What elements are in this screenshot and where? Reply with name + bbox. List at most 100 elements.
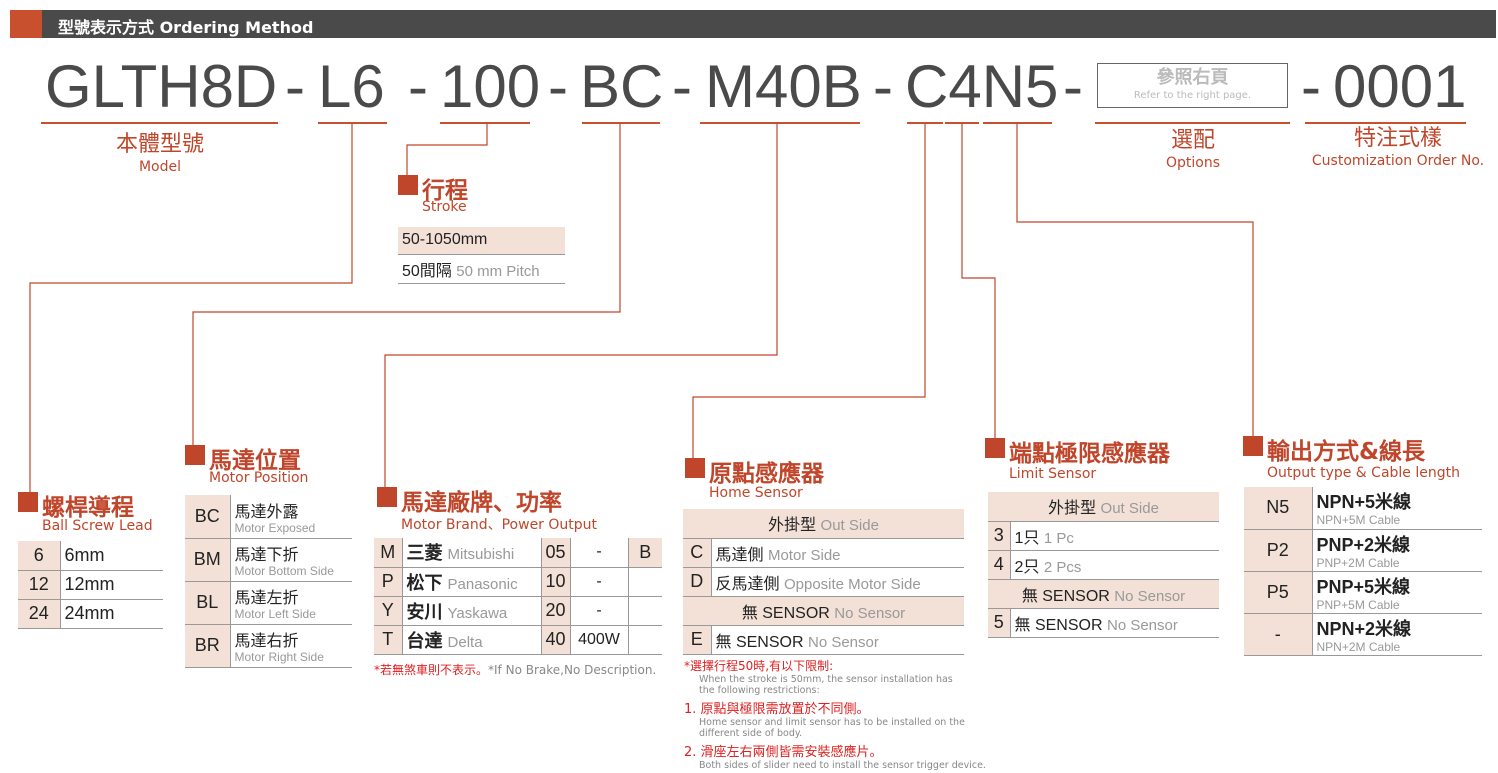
note-item: 1. 原點與極限需放置於不同側。Home sensor and limit se… <box>684 698 986 739</box>
power-code: 05 <box>540 538 571 568</box>
brake-code <box>627 567 662 597</box>
power-code: 40 <box>540 625 571 655</box>
output-zh: PNP+5米線 <box>1316 576 1411 597</box>
limit-sensor-zh: 無 SENSOR <box>1014 616 1103 634</box>
motor-position-zh: 馬達右折 <box>234 633 299 650</box>
output-zh: NPN+5米線 <box>1316 492 1412 513</box>
stroke-value: 50-1050mm <box>402 231 488 249</box>
limit-sensor-desc: 1只 1 Pc <box>1009 521 1219 551</box>
home-sensor-group-en: Out Side <box>820 517 879 535</box>
options-box-en: Refer to the right page. <box>1133 90 1252 101</box>
limit-sensor-en: No Sensor <box>1106 616 1178 634</box>
output-zh: PNP+2米線 <box>1316 534 1411 555</box>
motor-position-code: BM <box>185 538 230 582</box>
brand-name-en: Delta <box>447 633 483 651</box>
brand-code: P <box>374 567 402 597</box>
connector-stroke <box>406 123 488 175</box>
limit-sensor-desc: 2只 2 Pcs <box>1009 550 1219 580</box>
home-sensor-desc: 無 SENSOR No Sensor <box>710 625 964 655</box>
note-item: *選擇行程50時,有以下限制:When the stroke is 50mm, … <box>684 657 986 696</box>
table-row: 50-1050mm <box>398 227 565 255</box>
limit-sensor-zh: 2只 <box>1014 558 1040 576</box>
brand-name-en: Yaskawa <box>447 604 508 622</box>
lead-value: 12mm <box>59 570 163 600</box>
connector-brand <box>384 123 778 487</box>
table-row: 外掛型 Out Side <box>683 509 964 539</box>
motor-position-zh: 馬達左折 <box>234 590 299 607</box>
brand-name-zh: 安川 <box>406 601 443 622</box>
home-sensor-group-header: 無 SENSOR No Sensor <box>683 596 964 626</box>
limit-sensor-group-en: No Sensor <box>1114 587 1186 605</box>
home-sensor-code: D <box>683 567 711 597</box>
options-box: 參照右頁 Refer to the right page. <box>1097 63 1288 108</box>
note-zh: 1. 原點與極限需放置於不同側。 <box>684 702 870 717</box>
motor-position-code: BC <box>185 495 230 539</box>
code-stroke: 100 <box>440 53 541 120</box>
home-sensor-en: Opposite Motor Side <box>783 575 921 593</box>
output-en: NPN+2M Cable <box>1316 639 1401 654</box>
power-value: - <box>569 567 628 597</box>
power-value: - <box>569 538 628 568</box>
home-sensor-zh: 反馬達側 <box>715 575 780 593</box>
output-code: - <box>1244 613 1312 656</box>
note-zh: *選擇行程50時,有以下限制: <box>684 659 834 673</box>
connector-limit <box>961 123 996 438</box>
table-row: 無 SENSOR No Sensor <box>988 579 1219 609</box>
note-en: different side of body. <box>699 728 803 739</box>
brand-name: 松下 Panasonic <box>401 567 541 597</box>
code-dash: - <box>672 53 692 120</box>
limit-sensor-code: 4 <box>988 550 1010 580</box>
code-dash: - <box>1063 53 1083 120</box>
motor-position-en: Motor Exposed <box>234 520 316 535</box>
note-zh: 2. 滑座左右兩側皆需安裝感應片。 <box>684 745 883 760</box>
code-motor-position: BC <box>580 53 664 120</box>
note-en: Both sides of slider need to install the… <box>699 760 986 771</box>
limit-sensor-code: 5 <box>988 608 1010 638</box>
home-sensor-code: C <box>683 538 711 568</box>
brand-name: 台達 Delta <box>401 625 541 655</box>
note-en: the following restrictions: <box>699 685 820 696</box>
brand-name-zh: 台達 <box>406 630 443 651</box>
code-dash: - <box>548 53 568 120</box>
home-sensor-group-en: No Sensor <box>834 604 906 622</box>
code-sensor: C4N5 <box>905 53 1059 120</box>
stroke-cell: 50-1050mm <box>398 227 565 255</box>
home-sensor-zh: 無 SENSOR <box>715 633 804 651</box>
lead-code: 24 <box>18 599 60 629</box>
lead-code: 6 <box>18 541 60 571</box>
lead-value: 6mm <box>59 541 163 571</box>
home-sensor-notes: *選擇行程50時,有以下限制:When the stroke is 50mm, … <box>684 657 986 773</box>
brand-name: 三菱 Mitsubishi <box>401 538 541 568</box>
brand-name-zh: 三菱 <box>406 543 443 564</box>
limit-sensor-code: 3 <box>988 521 1010 551</box>
underline <box>582 122 660 124</box>
power-code: 20 <box>540 596 571 626</box>
home-sensor-zh: 馬達側 <box>715 546 764 564</box>
underline <box>1095 122 1290 124</box>
connector-output <box>1016 123 1254 436</box>
motor-position-zh: 馬達下折 <box>234 547 299 564</box>
output-code: P2 <box>1244 529 1312 572</box>
limit-sensor-en: 1 Pc <box>1043 529 1074 547</box>
